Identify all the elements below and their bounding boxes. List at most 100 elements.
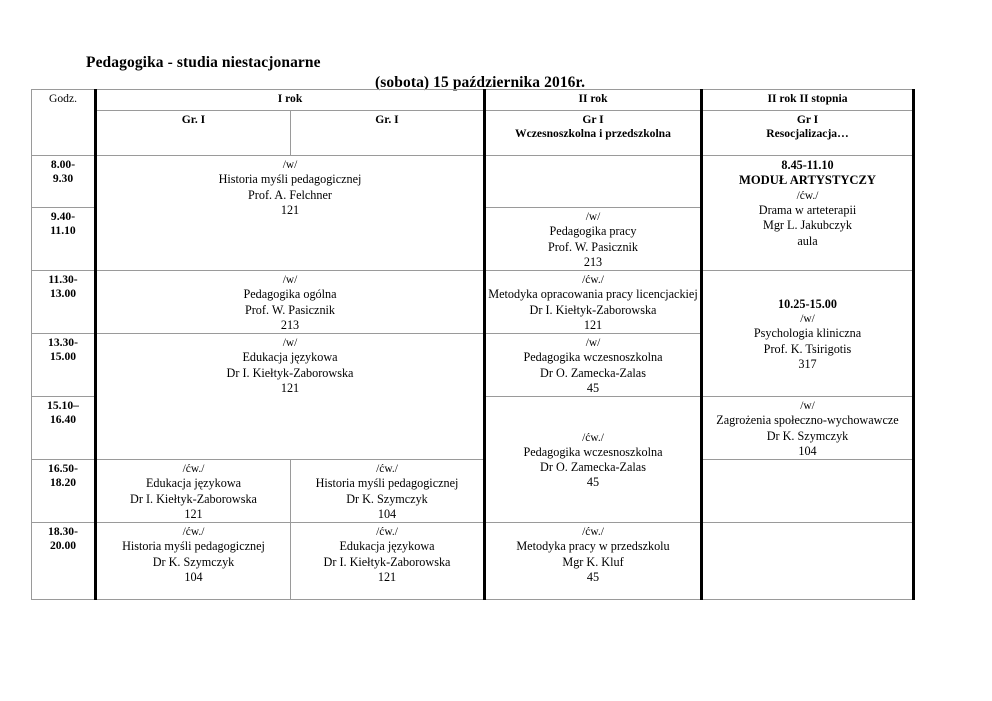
lesson-name: Zagrożenia społeczno-wychowawcze <box>716 413 899 428</box>
lesson-tutor: Prof. W. Pasicznik <box>547 239 639 254</box>
lesson-room: 45 <box>586 569 600 584</box>
header-group-wczesnoszkolna: Gr I Wczesnoszkolna i przedszkolna <box>483 110 702 156</box>
header-group-resocjalizacja: Gr I Resocjalizacja… <box>700 110 915 156</box>
lesson-name: Psychologia kliniczna <box>753 326 862 341</box>
time-to: 18.20 <box>49 476 77 490</box>
header-year-ii-rok: II rok <box>483 89 702 111</box>
time-from: 16.50- <box>48 462 78 475</box>
lesson-time-range: 8.45-11.10 <box>781 158 834 172</box>
lesson-kind: /ćw./ <box>582 274 604 286</box>
time-cell: 11.30- 13.00 <box>31 270 96 334</box>
lesson-kind: /ćw./ <box>376 463 398 475</box>
lesson-kind: /ćw./ <box>582 526 604 538</box>
lesson-room: 45 <box>586 475 600 490</box>
lesson-cell[interactable]: /ćw./ Pedagogika wczesnoszkolna Dr O. Za… <box>483 396 702 523</box>
lesson-cell[interactable]: /w/ Edukacja językowa Dr I. Kiełtyk-Zabo… <box>94 333 485 460</box>
schedule-row: 18.30- 20.00 /ćw./ Historia myśli pedago… <box>31 522 915 600</box>
lesson-tutor: Dr K. Szymczyk <box>766 428 849 443</box>
time-from: 11.30- <box>48 273 78 286</box>
lesson-tutor: Prof. K. Tsirigotis <box>763 341 852 356</box>
lesson-cell[interactable]: /ćw./ Metodyka opracowania pracy licencj… <box>483 270 702 334</box>
lesson-room: 317 <box>798 356 817 371</box>
header-group-gr1-a-line1: Gr. I <box>181 113 206 126</box>
lesson-room: 213 <box>583 254 603 269</box>
lesson-kind: /w/ <box>800 400 815 412</box>
lesson-tutor: Dr K. Szymczyk <box>346 491 428 506</box>
lesson-cell[interactable]: 8.45-11.10 MODUŁ ARTYSTYCZY /ćw./ Drama … <box>700 155 915 271</box>
lesson-tutor: Dr O. Zamecka-Zalas <box>540 460 646 474</box>
lesson-cell-empty[interactable] <box>700 522 915 600</box>
lesson-cell[interactable]: /ćw./ Historia myśli pedagogicznej Dr K.… <box>94 522 291 600</box>
lesson-kind: /ćw./ <box>796 189 819 202</box>
lesson-tutor: Dr O. Zamecka-Zalas <box>540 365 646 380</box>
schedule-table: Godz. I rok II rok II rok II stopnia Gr.… <box>31 89 915 600</box>
lesson-cell[interactable]: /w/ Pedagogika wczesnoszkolna Dr O. Zame… <box>483 333 702 397</box>
lesson-room: 121 <box>377 569 397 584</box>
time-from: 13.30- <box>48 336 78 349</box>
time-to: 13.00 <box>49 287 77 301</box>
time-from: 15.10– <box>47 399 79 412</box>
schedule-row: 16.50- 18.20 /ćw./ Edukacja językowa Dr … <box>31 459 915 523</box>
lesson-name: Pedagogika wczesnoszkolna <box>523 350 663 365</box>
lesson-room: aula <box>797 233 818 248</box>
lesson-cell[interactable]: /ćw./ Historia myśli pedagogicznej Dr K.… <box>290 459 485 523</box>
header-group-resocjalizacja-line1: Gr I <box>796 113 819 126</box>
time-from: 8.00- <box>50 158 76 171</box>
lesson-time-range: 10.25-15.00 <box>778 296 837 311</box>
lesson-cell[interactable]: /ćw./ Edukacja językowa Dr I. Kiełtyk-Za… <box>94 459 291 523</box>
lesson-kind: /w/ <box>282 159 298 171</box>
lesson-cell[interactable]: /w/ Pedagogika pracy Prof. W. Pasicznik … <box>483 207 702 271</box>
lesson-room: 121 <box>583 317 603 332</box>
time-from: 9.40- <box>50 210 76 223</box>
lesson-cell[interactable]: /w/ Historia myśli pedagogicznej Prof. A… <box>94 155 485 271</box>
lesson-kind: /w/ <box>282 274 298 286</box>
header-row-years: Godz. I rok II rok II rok II stopnia <box>31 89 915 156</box>
header-group-resocjalizacja-line2: Resocjalizacja… <box>766 127 849 141</box>
lesson-cell[interactable]: /w/ Pedagogika ogólna Prof. W. Pasicznik… <box>94 270 485 334</box>
lesson-tutor: Dr I. Kiełtyk-Zaborowska <box>226 365 354 380</box>
lesson-kind: /ćw./ <box>376 526 398 538</box>
schedule-row: 15.10– 16.40 /ćw./ Pedagogika wczesnoszk… <box>31 396 915 523</box>
time-cell: 18.30- 20.00 <box>31 522 96 600</box>
lesson-kind: /w/ <box>585 211 601 223</box>
lesson-cell[interactable]: /w/ Zagrożenia społeczno-wychowawcze Dr … <box>700 396 915 460</box>
lesson-cell-empty[interactable] <box>700 459 915 523</box>
lesson-tutor: Mgr L. Jakubczyk <box>762 218 852 233</box>
lesson-room: 104 <box>184 569 203 584</box>
lesson-room: 45 <box>586 380 600 395</box>
schedule-table-wrapper: Godz. I rok II rok II rok II stopnia Gr.… <box>31 89 915 600</box>
lesson-cell[interactable]: /ćw./ Edukacja językowa Dr I. Kiełtyk-Za… <box>290 522 485 600</box>
page-date: (sobota) 15 października 2016r. <box>375 74 586 91</box>
lesson-tutor: Dr I. Kiełtyk-Zaborowska <box>529 302 657 317</box>
lesson-name: Metodyka pracy w przedszkolu <box>516 539 670 554</box>
header-year-i-rok: I rok <box>94 89 485 111</box>
time-to: 16.40 <box>49 413 77 427</box>
lesson-name: Drama w arteterapii <box>758 203 857 218</box>
lesson-room: 121 <box>184 506 203 521</box>
header-group-wczesnoszkolna-line1: Gr I <box>582 113 604 126</box>
header-group-gr1-b-line1: Gr. I <box>375 113 399 126</box>
header-group-gr1-a: Gr. I <box>94 110 291 156</box>
lesson-name: Pedagogika ogólna <box>243 287 337 302</box>
header-group-gr1-b: Gr. I <box>290 110 485 156</box>
lesson-room: 104 <box>377 506 397 521</box>
time-from: 18.30- <box>48 525 78 538</box>
time-to: 9.30 <box>52 172 74 186</box>
lesson-tutor: Prof. W. Pasicznik <box>244 302 336 317</box>
lesson-tutor: Dr K. Szymczyk <box>152 554 235 569</box>
time-cell: 13.30- 15.00 <box>31 333 96 397</box>
schedule-row: 11.30- 13.00 /w/ Pedagogika ogólna Prof.… <box>31 270 915 397</box>
lesson-kind: /w/ <box>585 337 601 349</box>
lesson-room: 104 <box>798 443 817 458</box>
lesson-cell[interactable]: /ćw./ Metodyka pracy w przedszkolu Mgr K… <box>483 522 702 600</box>
lesson-cell-empty[interactable] <box>483 155 702 208</box>
lesson-tutor: Prof. A. Felchner <box>248 187 332 202</box>
time-cell: 9.40- 11.10 <box>31 207 96 271</box>
time-cell: 8.00- 9.30 <box>31 155 96 208</box>
lesson-kind: /w/ <box>282 337 298 349</box>
header-year-ii-rok-ii-stopnia: II rok II stopnia <box>700 89 915 111</box>
lesson-name: Historia myśli pedagogicznej <box>122 539 265 554</box>
lesson-name: Historia myśli pedagogicznej <box>218 172 362 187</box>
lesson-cell[interactable]: 10.25-15.00 /w/ Psychologia kliniczna Pr… <box>700 270 915 397</box>
